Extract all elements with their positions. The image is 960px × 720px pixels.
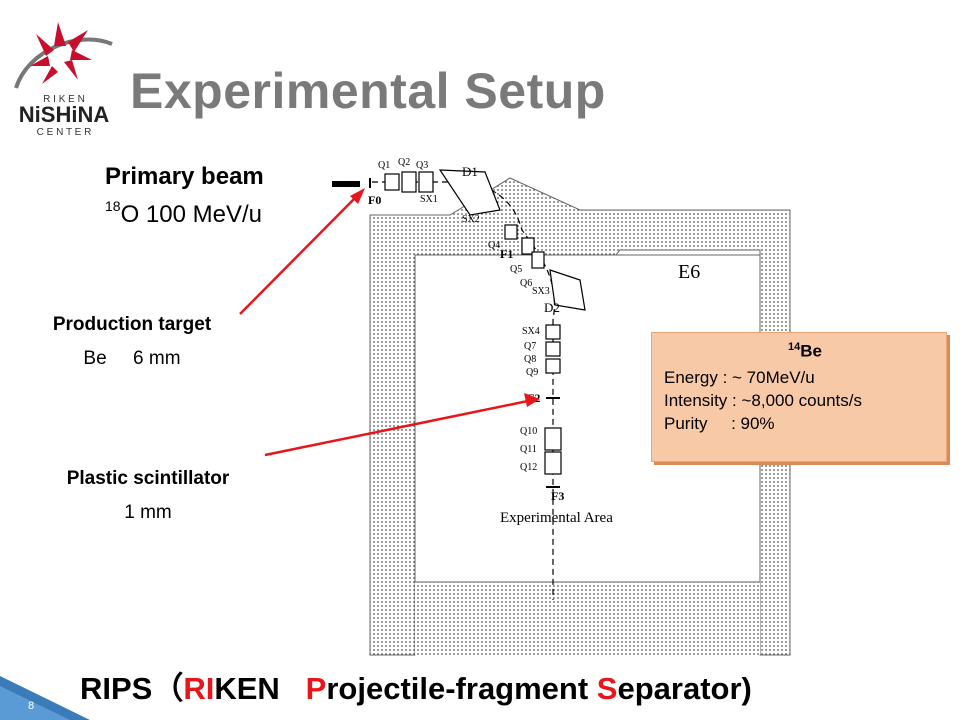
focal-markers bbox=[369, 178, 560, 488]
logo-line3: C E N T E R bbox=[37, 127, 92, 138]
footer-part1: RIPS（ bbox=[80, 671, 184, 706]
info-intensity: Intensity : ~8,000 counts/s bbox=[664, 390, 862, 410]
label-sx4: SX4 bbox=[522, 326, 540, 337]
label-sx2: SX2 bbox=[462, 214, 480, 225]
room-floor-edge bbox=[415, 582, 760, 655]
footer-r2: P bbox=[305, 671, 327, 706]
label-q9: Q9 bbox=[526, 367, 538, 378]
label-f0: F0 bbox=[368, 193, 381, 207]
info-box-title: 14Be bbox=[664, 341, 946, 362]
label-q2: Q2 bbox=[398, 157, 410, 168]
footer-part2: KEN bbox=[214, 671, 306, 706]
label-q11: Q11 bbox=[520, 444, 537, 455]
footer-r1: RI bbox=[183, 671, 215, 706]
info-box-mass: 14 bbox=[788, 341, 801, 353]
label-q8: Q8 bbox=[524, 354, 536, 365]
magnet-elements bbox=[384, 169, 586, 475]
info-energy: Energy : ~ 70MeV/u bbox=[664, 367, 815, 387]
label-d2: D2 bbox=[544, 300, 560, 315]
label-q3: Q3 bbox=[416, 160, 428, 171]
room-label: E6 bbox=[678, 261, 700, 283]
plastic-scintillator-value: 1 mm bbox=[124, 502, 172, 523]
area-label: Experimental Area bbox=[500, 510, 613, 526]
footer-part4: eparator) bbox=[617, 671, 752, 706]
rips-footer: RIPS（RIKEN Projectile-fragment Separator… bbox=[80, 663, 752, 708]
label-q5: Q5 bbox=[510, 264, 522, 275]
label-q1: Q1 bbox=[378, 160, 390, 171]
label-f1: F1 bbox=[500, 247, 513, 261]
label-sx3: SX3 bbox=[532, 286, 550, 297]
beam-info-box: 14Be Energy : ~ 70MeV/u Intensity : ~8,0… bbox=[651, 332, 947, 462]
label-d1: D1 bbox=[462, 164, 478, 179]
primary-beam-mass: 18 bbox=[105, 198, 121, 214]
logo-line2: NiSHiNA bbox=[19, 102, 110, 127]
label-q4: Q4 bbox=[488, 240, 500, 251]
page-number: 8 bbox=[28, 700, 35, 712]
riken-nishina-logo: R I K E N NiSHiNA C E N T E R bbox=[14, 22, 113, 138]
plastic-scintillator-label: Plastic scintillator bbox=[66, 468, 230, 489]
slide-title: Experimental Setup bbox=[130, 63, 606, 119]
label-sx1: SX1 bbox=[420, 194, 438, 205]
primary-beam-value: 18O 100 MeV/u bbox=[105, 198, 262, 229]
info-purity: Purity : 90% bbox=[664, 413, 775, 433]
beam-arrow-bar bbox=[332, 181, 360, 187]
corner-decoration bbox=[0, 676, 90, 720]
red-arrows bbox=[239, 188, 540, 457]
label-f3: F3 bbox=[551, 489, 564, 503]
footer-r3: S bbox=[596, 671, 618, 706]
footer-part3: rojectile-fragment bbox=[326, 671, 597, 706]
production-target-value: Be 6 mm bbox=[83, 348, 181, 369]
primary-beam-energy: O 100 MeV/u bbox=[120, 201, 262, 228]
logo-line1: R I K E N bbox=[43, 94, 85, 105]
label-q12: Q12 bbox=[520, 462, 537, 473]
primary-beam-label: Primary beam bbox=[105, 163, 264, 190]
beamline-path bbox=[372, 181, 555, 600]
label-q7: Q7 bbox=[524, 341, 536, 352]
info-box-isotope: Be bbox=[800, 341, 822, 361]
label-q10: Q10 bbox=[520, 426, 537, 437]
production-target-label: Production target bbox=[52, 314, 212, 335]
label-q6: Q6 bbox=[520, 278, 532, 289]
